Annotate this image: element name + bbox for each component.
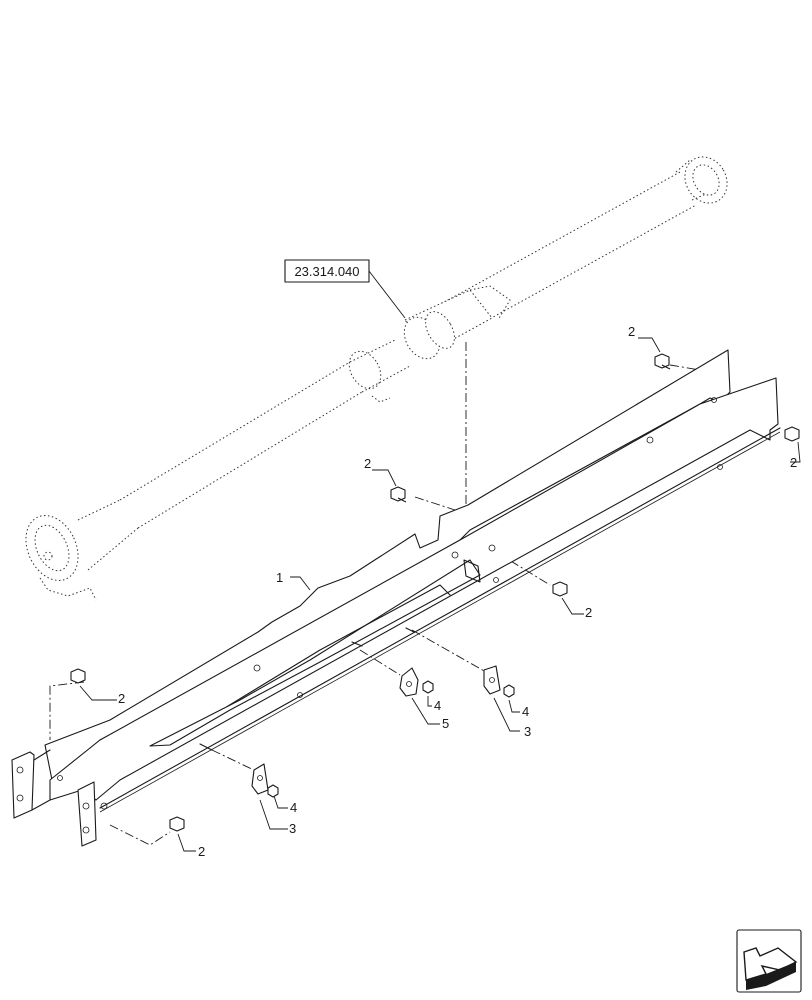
callout-labels: 1 2 2 2 2 2 2 3 3 4 4 4 5 [118, 324, 797, 859]
callout-label: 3 [524, 724, 531, 739]
callout-label: 2 [790, 455, 797, 470]
callout-label: 5 [442, 716, 449, 731]
callout-label: 2 [118, 691, 125, 706]
callout-label: 2 [585, 605, 592, 620]
callout-label: 2 [364, 456, 371, 471]
callout-label: 1 [276, 570, 283, 585]
driveshaft-reference [25, 156, 728, 601]
callout-label: 4 [522, 704, 529, 719]
callout-label: 4 [434, 698, 441, 713]
clip-part-5[interactable] [399, 667, 419, 697]
alignment-lines [49, 342, 701, 846]
clip-pins [199, 627, 415, 751]
callout-label: 2 [628, 324, 635, 339]
callout-label: 4 [290, 800, 297, 815]
shaft-guard[interactable] [11, 349, 781, 847]
callout-label: 3 [289, 821, 296, 836]
flange-bolt-icon[interactable] [70, 353, 800, 832]
callout-leaders [79, 337, 801, 852]
nut-part-4[interactable] [267, 680, 515, 798]
navigation-arrow-icon[interactable] [736, 929, 802, 993]
callout-label: 2 [198, 844, 205, 859]
clip-part-3-right[interactable] [483, 665, 501, 695]
clip-part-3-left[interactable] [251, 763, 269, 795]
reference-code: 23.314.040 [294, 264, 359, 279]
reference-callout[interactable]: 23.314.040 [284, 259, 406, 319]
